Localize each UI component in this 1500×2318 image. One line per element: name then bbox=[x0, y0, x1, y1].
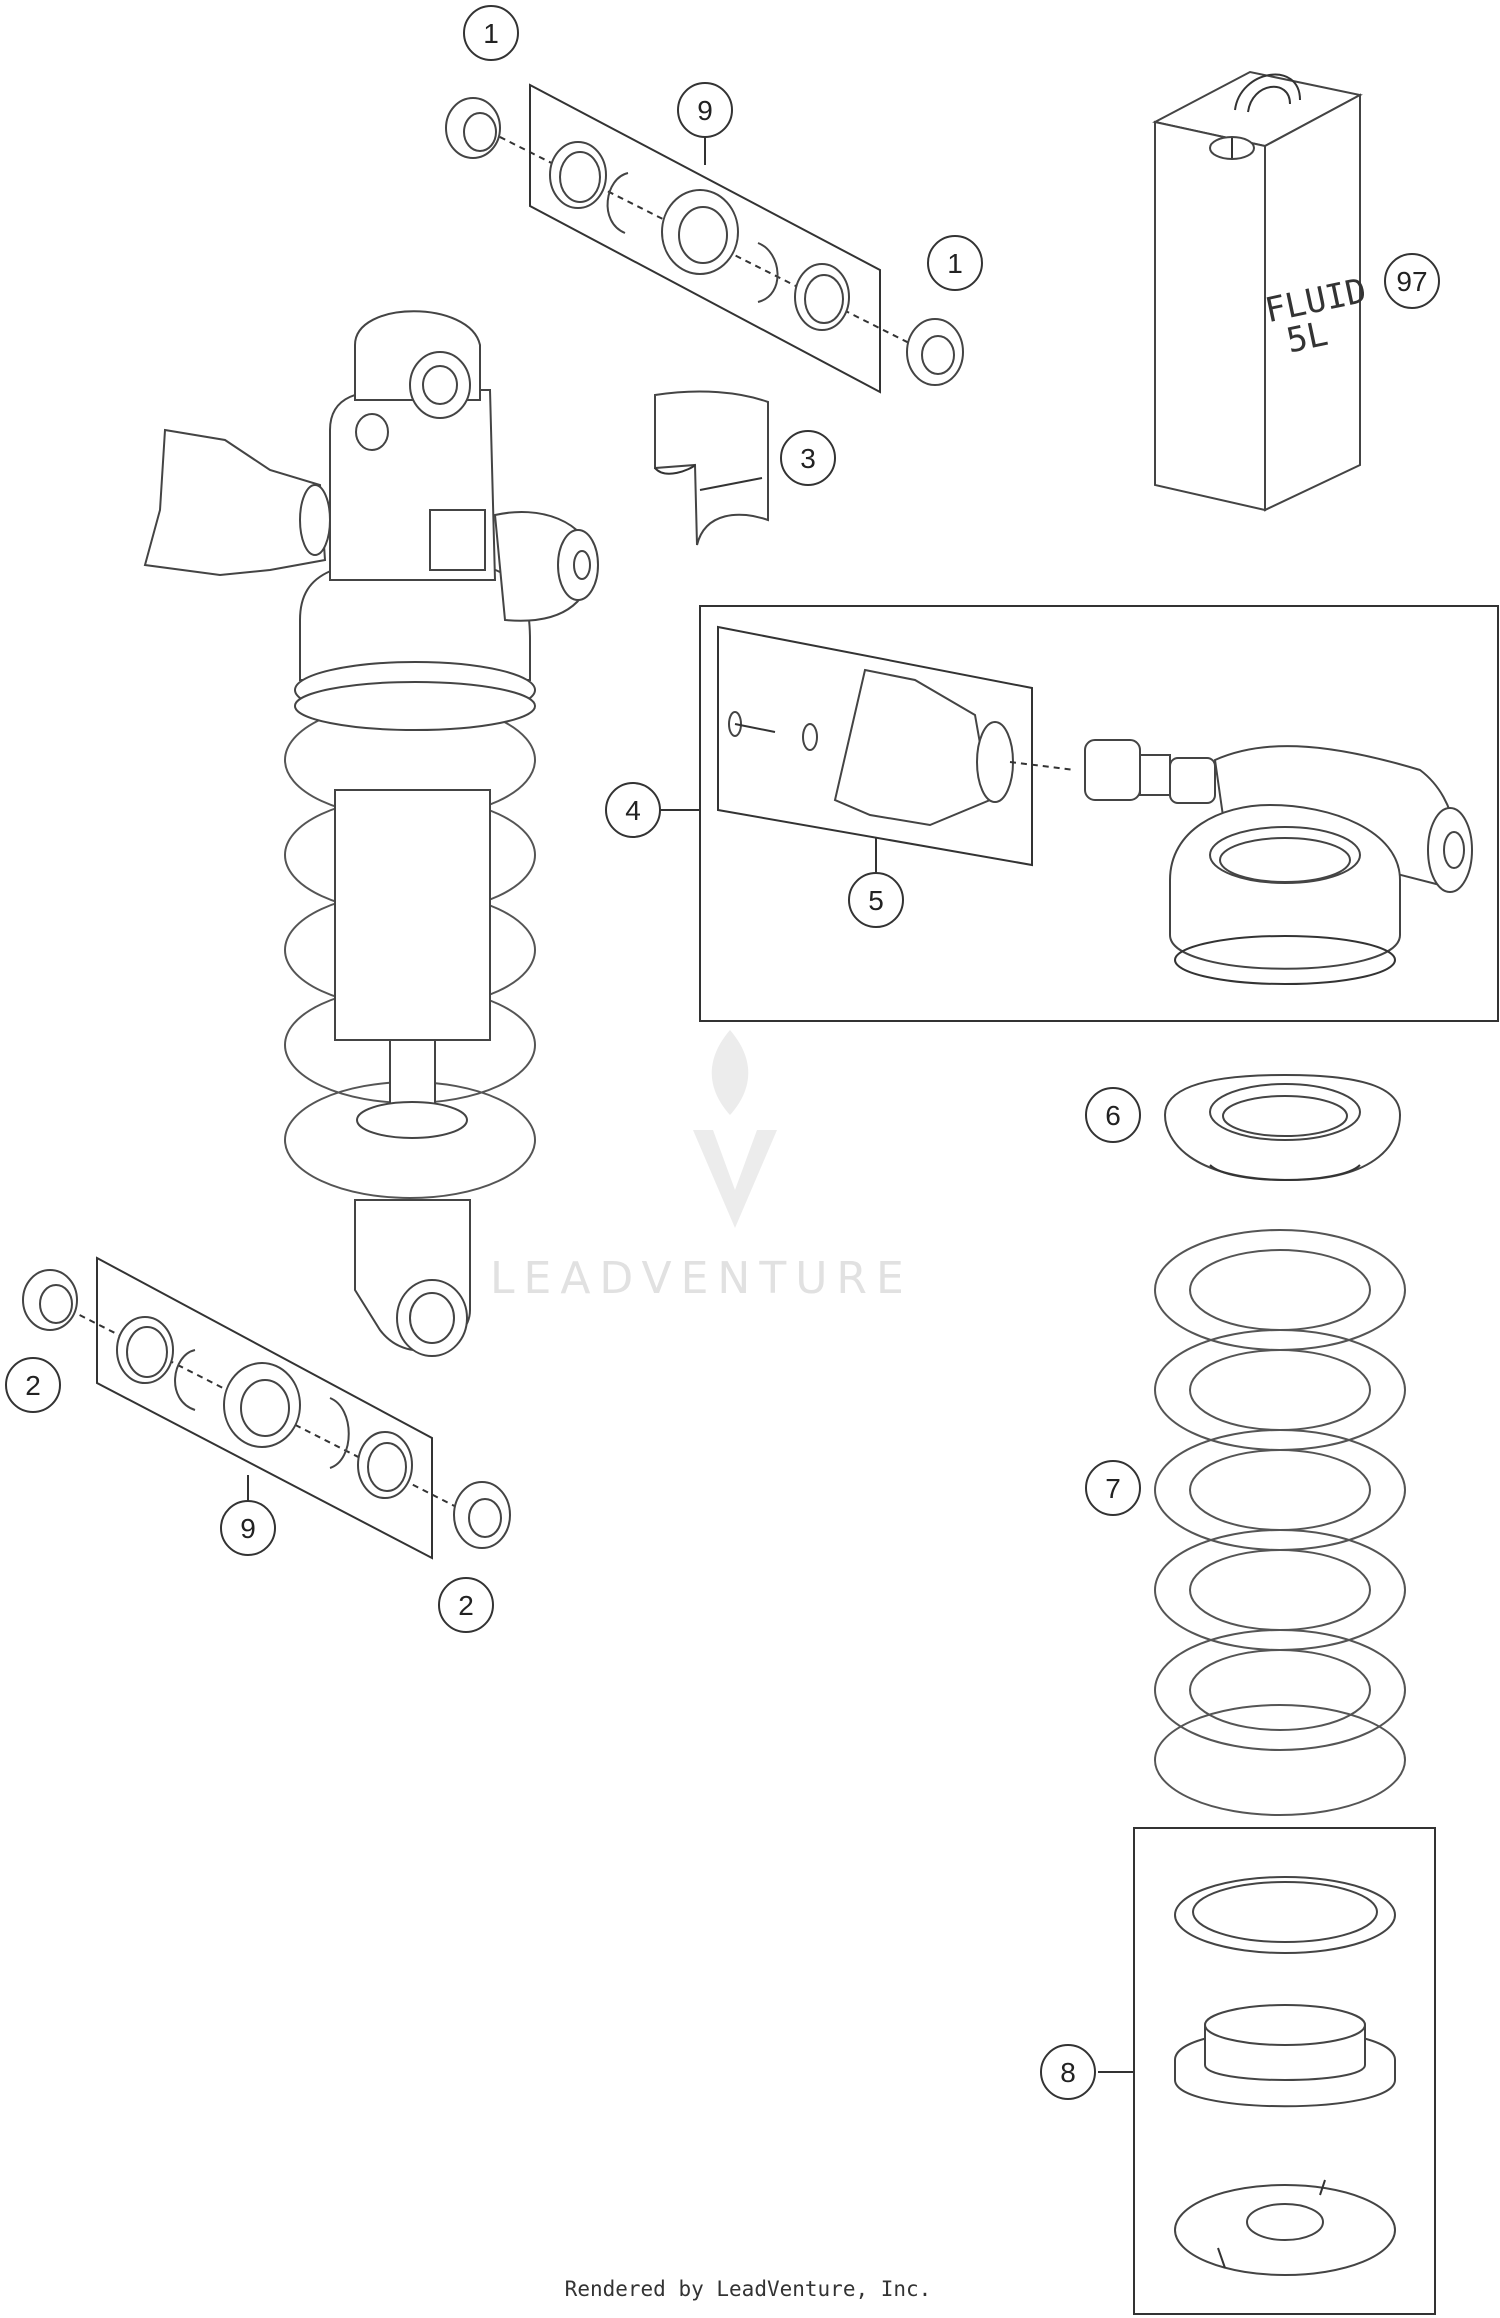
svg-text:9: 9 bbox=[697, 95, 713, 126]
callout-5: 5 bbox=[848, 872, 904, 928]
spring-seat-kit bbox=[1098, 1827, 1436, 2315]
coil-spring-part bbox=[1154, 1229, 1406, 1816]
callout-1-right: 1 bbox=[927, 235, 983, 291]
kit-frame-upper bbox=[529, 83, 881, 394]
callout-9-bottom: 9 bbox=[220, 1500, 276, 1556]
adjuster-assembly-box bbox=[660, 605, 1499, 1022]
shock-absorber-assembly bbox=[143, 310, 599, 1357]
callout-1-top: 1 bbox=[463, 5, 519, 61]
svg-text:1: 1 bbox=[483, 18, 499, 49]
upper-bearing-kit bbox=[445, 83, 964, 394]
callout-2-right: 2 bbox=[438, 1577, 494, 1633]
svg-text:1: 1 bbox=[947, 248, 963, 279]
adjuster-knob bbox=[143, 428, 327, 577]
watermark-text: LEADVENTURE bbox=[490, 1253, 913, 1304]
knob-kit-frame bbox=[717, 625, 1033, 867]
svg-text:9: 9 bbox=[240, 1513, 256, 1544]
callout-2-left: 2 bbox=[5, 1357, 61, 1413]
callout-4: 4 bbox=[605, 782, 661, 838]
svg-text:6: 6 bbox=[1105, 1100, 1121, 1131]
callouts: 1 9 1 97 3 4 5 6 bbox=[5, 5, 1440, 2100]
callout-6: 6 bbox=[1085, 1087, 1141, 1143]
sticker-part bbox=[654, 390, 769, 546]
svg-text:3: 3 bbox=[800, 443, 816, 474]
watermark-v-icon bbox=[693, 1130, 777, 1228]
callout-3: 3 bbox=[780, 430, 836, 486]
svg-text:7: 7 bbox=[1105, 1473, 1121, 1504]
fluid-can-volume: 5L bbox=[1283, 314, 1331, 362]
watermark-flame-icon bbox=[711, 1030, 749, 1115]
svg-text:8: 8 bbox=[1060, 2057, 1076, 2088]
callout-8: 8 bbox=[1040, 2044, 1096, 2100]
spring-retainer-part bbox=[1163, 1073, 1402, 1182]
svg-text:4: 4 bbox=[625, 795, 641, 826]
callout-9-top: 9 bbox=[677, 82, 733, 138]
render-credit: Rendered by LeadVenture, Inc. bbox=[565, 2277, 932, 2301]
kit-frame-lower bbox=[96, 1256, 433, 1560]
svg-text:2: 2 bbox=[25, 1370, 41, 1401]
svg-text:2: 2 bbox=[458, 1590, 474, 1621]
fluid-can: FLUID 5L bbox=[1152, 70, 1370, 512]
watermark: LEADVENTURE bbox=[490, 1030, 913, 1304]
svg-text:97: 97 bbox=[1396, 266, 1427, 297]
svg-text:5: 5 bbox=[868, 885, 884, 916]
callout-97: 97 bbox=[1384, 253, 1440, 309]
circlip-part bbox=[606, 172, 629, 234]
callout-7: 7 bbox=[1085, 1460, 1141, 1516]
assembly-frame bbox=[699, 605, 1499, 1022]
lower-bearing-kit bbox=[22, 1256, 511, 1560]
